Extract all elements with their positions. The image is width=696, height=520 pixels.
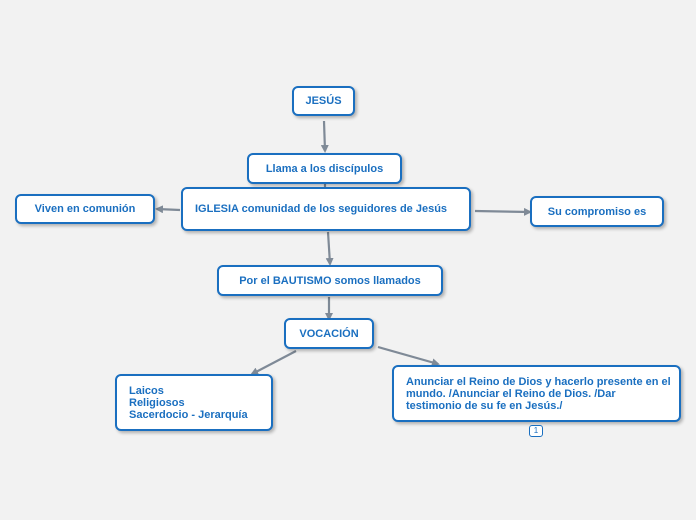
connector-vocacion-laicos: [250, 350, 297, 375]
connector-vocacion-anunciar: [377, 345, 440, 367]
node-viven-en-comunion[interactable]: Viven en comunión: [15, 194, 155, 224]
connector-iglesia-comunion: [155, 205, 181, 214]
connector-iglesia-compromiso: [474, 207, 532, 216]
connector-jesus-llama: [320, 120, 329, 153]
node-anunciar-el-reino[interactable]: Anunciar el Reino de Dios y hacerlo pres…: [392, 365, 681, 422]
node-vocacion[interactable]: VOCACIÓN: [284, 318, 374, 349]
node-bautismo-label: Por el BAUTISMO somos llamados: [239, 274, 421, 287]
node-iglesia-label: IGLESIA comunidad de los seguidores de J…: [195, 203, 448, 215]
connector-iglesia-bautismo: [325, 231, 334, 266]
node-llama-label: Llama a los discípulos: [265, 162, 384, 175]
node-iglesia[interactable]: IGLESIA comunidad de los seguidores de J…: [181, 187, 471, 231]
node-por-el-bautismo[interactable]: Por el BAUTISMO somos llamados: [217, 265, 443, 296]
node-su-compromiso-es[interactable]: Su compromiso es: [530, 196, 664, 227]
attachment-count-badge[interactable]: 1: [529, 425, 543, 437]
node-jesus-label: JESÚS: [305, 95, 342, 107]
node-jesus[interactable]: JESÚS: [292, 86, 355, 116]
node-comunion-label: Viven en comunión: [34, 203, 136, 215]
node-laicos-label: Laicos Religiosos Sacerdocio - Jerarquía: [129, 384, 248, 421]
node-vocacion-label: VOCACIÓN: [299, 327, 359, 340]
node-anunciar-label: Anunciar el Reino de Dios y hacerlo pres…: [406, 375, 671, 412]
node-laicos-religiosos-sacerdocio[interactable]: Laicos Religiosos Sacerdocio - Jerarquía: [115, 374, 273, 431]
node-llama-a-los-discipulos[interactable]: Llama a los discípulos: [247, 153, 402, 184]
node-compromiso-label: Su compromiso es: [547, 205, 647, 218]
